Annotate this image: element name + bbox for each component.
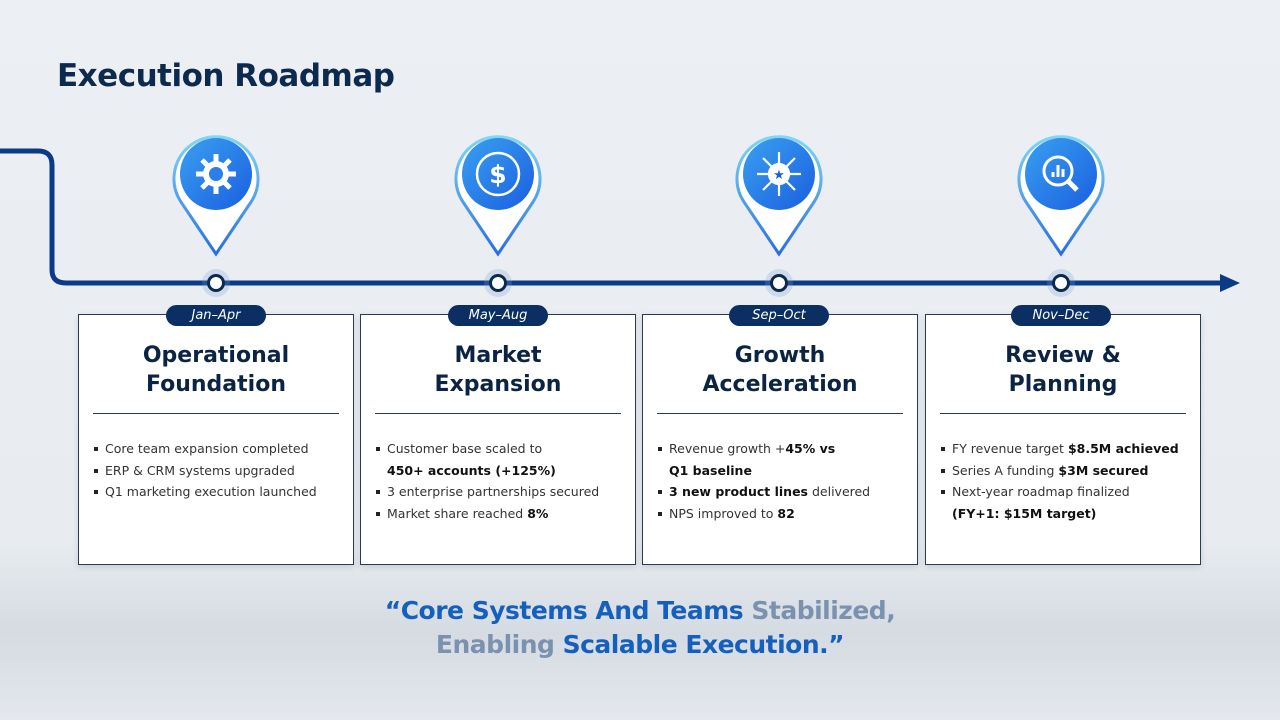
period-badge: May–Aug [448,305,548,326]
list-item: FY revenue target $8.5M achieved [940,438,1200,460]
bullet-list: Revenue growth +45% vs Q1 baseline 3 new… [657,438,917,524]
pin-network: ★ [735,135,823,257]
svg-text:$: $ [489,160,506,189]
list-item: Market share reached 8% [375,503,635,525]
analytics-search-icon [1042,155,1079,192]
bullet-list: Core team expansion completed ERP & CRM … [93,438,353,503]
list-item: Revenue growth +45% vs [657,438,917,460]
card-title: Review &Planning [1005,343,1121,397]
list-item: 450+ accounts (+125%) [387,462,556,478]
divider [93,413,339,414]
list-item: Core team expansion completed [93,438,353,460]
svg-text:★: ★ [773,168,785,183]
list-item: Q1 marketing execution launched [93,481,353,503]
timeline-marker [489,274,507,292]
summary-quote: “Core Systems And Teams Stabilized, Enab… [384,596,896,659]
timeline-line [0,148,1240,292]
list-item: Series A funding $3M secured [940,460,1200,482]
list-item: 3 enterprise partnerships secured [375,481,635,503]
bullet-list: FY revenue target $8.5M achieved Series … [940,438,1200,524]
pin-gear [172,135,260,257]
timeline-marker [770,274,788,292]
list-item: Customer base scaled to [375,438,635,460]
period-badge: Jan–Apr [166,305,266,326]
page-title: Execution Roadmap [57,58,395,94]
timeline-marker [1052,274,1070,292]
list-item: Q1 baseline [669,462,752,478]
list-item: 3 new product lines delivered [657,481,917,503]
pin-analytics [1017,135,1105,257]
divider [375,413,621,414]
network-star-icon [757,152,801,196]
pin-dollar: $ [454,135,542,257]
list-item: NPS improved to 82 [657,503,917,525]
list-item: Next-year roadmap finalized [940,481,1200,503]
bullet-list: Customer base scaled to 450+ accounts (+… [375,438,635,524]
list-item: ERP & CRM systems upgraded [93,460,353,482]
gear-icon [196,154,236,194]
period-badge: Sep–Oct [729,305,829,326]
list-item: (FY+1: $15M target) [952,505,1097,521]
divider [940,413,1186,414]
timeline-arrow-icon [1220,274,1240,292]
dollar-icon: $ [475,151,521,197]
period-badge: Nov–Dec [1011,305,1111,326]
divider [657,413,903,414]
phase-card-4: Review &Planning FY revenue target $8.5M… [925,314,1201,565]
timeline-marker [207,274,225,292]
